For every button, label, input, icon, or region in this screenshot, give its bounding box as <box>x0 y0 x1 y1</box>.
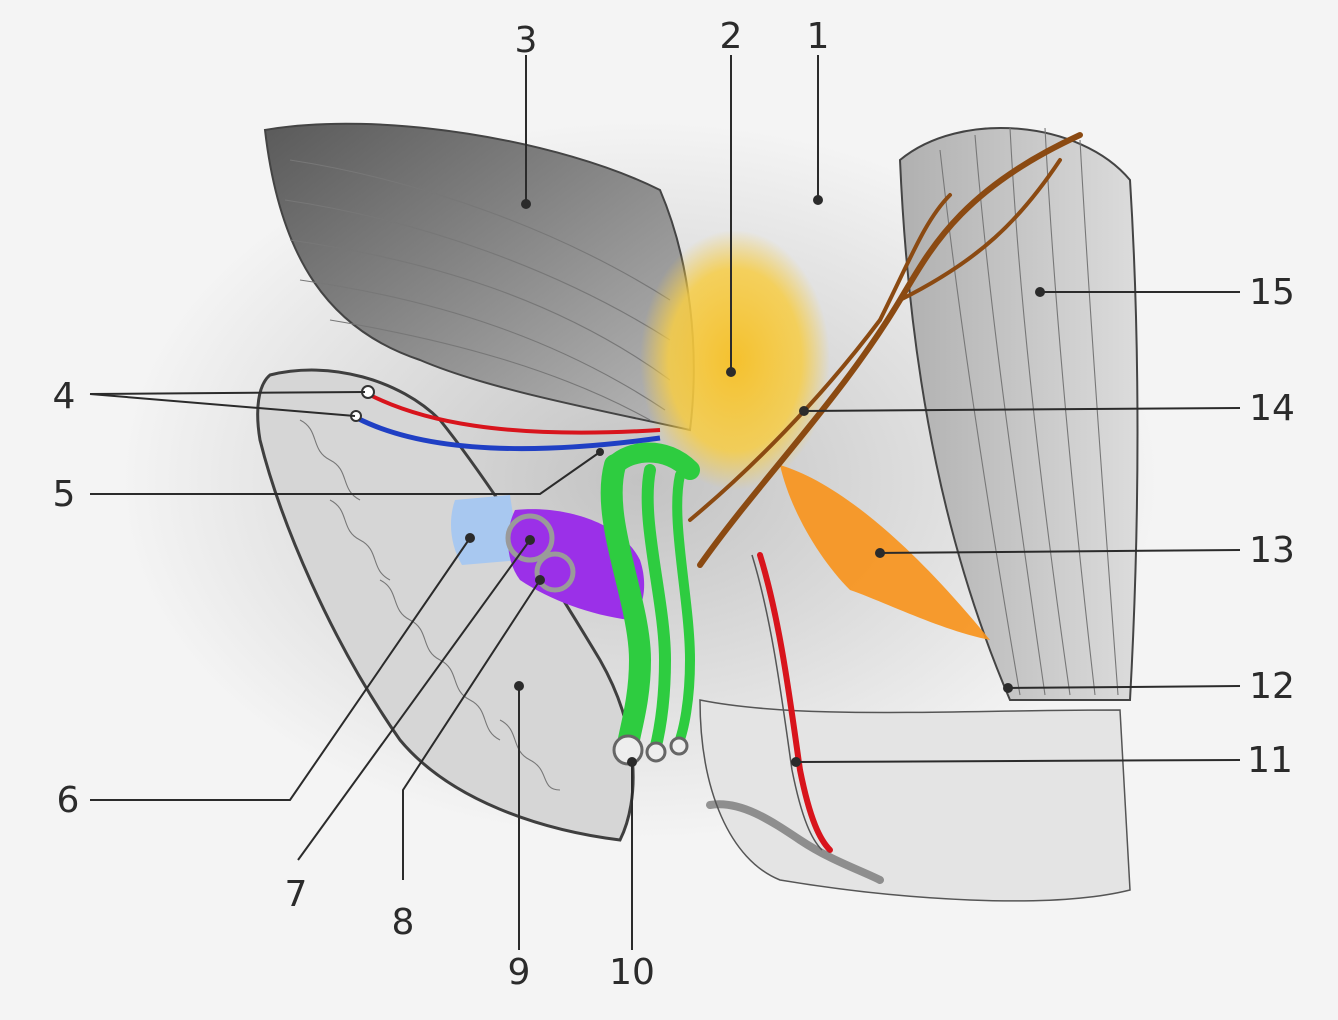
muscle-15-shape <box>898 127 1139 701</box>
brown-nerve <box>688 132 1083 568</box>
label-9: 9 <box>508 952 531 993</box>
label-11: 11 <box>1247 740 1293 781</box>
label-2: 2 <box>720 16 743 57</box>
label-13: 13 <box>1249 530 1295 571</box>
label-12: 12 <box>1249 666 1295 707</box>
leader-lines <box>89 55 1241 950</box>
label-5: 5 <box>53 474 76 515</box>
light-blue-structure <box>450 495 520 565</box>
red-vessel-11-outline <box>751 554 823 851</box>
red-vessel-4 <box>369 393 661 435</box>
ring-8 <box>534 551 576 593</box>
vessel-stub <box>706 800 884 884</box>
nerve-cut-3 <box>669 736 689 756</box>
label-6: 6 <box>57 780 80 821</box>
yellow-region <box>640 230 830 490</box>
structure-9-texture <box>299 419 561 791</box>
label-8: 8 <box>392 902 415 943</box>
label-3: 3 <box>515 20 538 61</box>
blue-vessel-4 <box>355 415 661 452</box>
label-10: 10 <box>609 952 655 993</box>
lower-bone-block <box>699 699 1131 902</box>
label-1: 1 <box>807 16 830 57</box>
nerve-cut-2 <box>645 741 667 763</box>
red-vessel-11 <box>757 552 833 853</box>
label-4: 4 <box>53 376 76 417</box>
label-7: 7 <box>285 874 308 915</box>
muscle-3-fibers <box>284 159 671 421</box>
green-nerves <box>600 442 700 756</box>
label-14: 14 <box>1249 388 1295 429</box>
ring-7 <box>505 513 555 563</box>
label-15: 15 <box>1249 272 1295 313</box>
